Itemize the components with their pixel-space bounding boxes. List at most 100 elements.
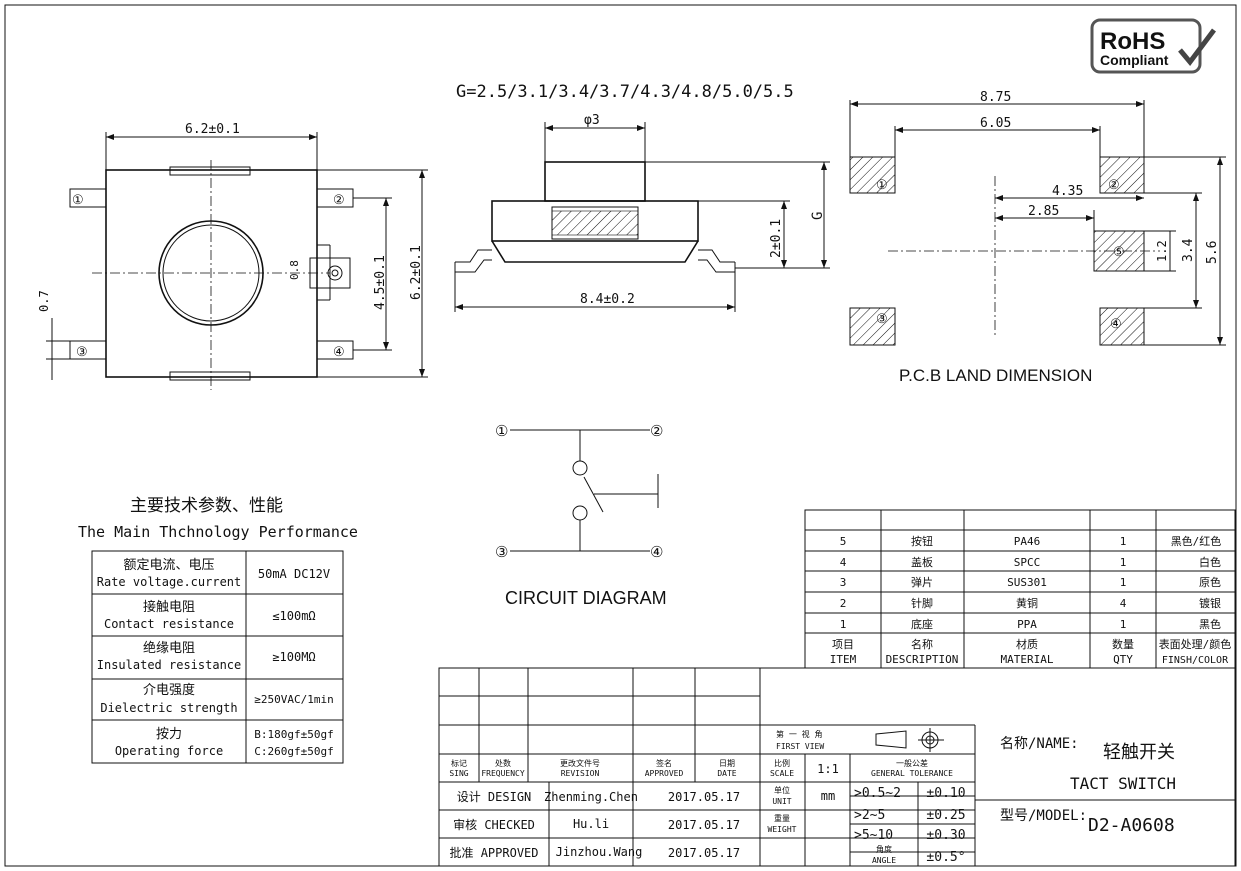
bom-row-2-qty: 4: [1120, 597, 1127, 610]
approve-name: Jinzhou.Wang: [556, 845, 643, 859]
pin-2-label: ②: [333, 193, 345, 208]
dim-56-label: 5.6: [1205, 241, 1220, 264]
bom-row-5-qty: 1: [1120, 535, 1127, 548]
bom-hdr-item-en: ITEM: [830, 653, 857, 666]
bom-hdr-mat-cn: 材质: [1016, 637, 1038, 651]
bom-table: 5 按钮 PA46 1 黑色/红色 4 盖板 SPCC 1 白色 3 弹片 SU…: [804, 509, 1236, 669]
dim-length-label: 8.4±0.2: [580, 292, 635, 307]
bom-row-3-finish: 原色: [1199, 575, 1221, 589]
perf-row-5-en: Operating force: [115, 744, 223, 758]
bom-row-3-item: 3: [840, 576, 847, 589]
dim-height-label: 6.2±0.1: [409, 245, 424, 300]
bom-row-5-desc: 按钮: [911, 534, 933, 548]
bom-row-2-material: 黄铜: [1016, 596, 1038, 610]
design-name: Zhenming.Chen: [544, 790, 638, 804]
pcb-title: P.C.B LAND DIMENSION: [899, 366, 1092, 385]
approve-date: 2017.05.17: [668, 846, 740, 860]
pin-1-label: ①: [72, 193, 84, 208]
first-angle-projection-icon: [875, 728, 944, 752]
tol-value-1: ±0.10: [926, 786, 965, 801]
hdr-appr-cn: 签名: [656, 758, 672, 768]
title-block: 标记 SING 处数 FREQUENCY 更改文件号 REVISION 签名 A…: [438, 667, 1236, 867]
hdr-freq-en: FREQUENCY: [481, 769, 525, 778]
tol-range-2: >2~5: [854, 808, 885, 823]
dim-g-label: G: [810, 212, 826, 220]
bom-hdr-desc-cn: 名称: [911, 637, 933, 651]
bom-hdr-item-cn: 项目: [832, 638, 854, 651]
bom-row-3-qty: 1: [1120, 576, 1127, 589]
bom-hdr-desc-en: DESCRIPTION: [886, 653, 959, 666]
bom-row-2-desc: 针脚: [911, 596, 933, 610]
pad-1-label: ①: [876, 178, 888, 193]
performance-title-cn: 主要技术参数、性能: [130, 496, 283, 516]
bom-row-2-finish: 镀银: [1199, 596, 1221, 610]
tol-en: GENERAL TOLERANCE: [871, 769, 953, 778]
scale-cn: 比例: [774, 758, 790, 768]
perf-row-4-value: ≥250VAC/1min: [254, 693, 333, 706]
bom-row-4-desc: 盖板: [911, 555, 933, 569]
tol-value-4: ±0.5°: [926, 850, 965, 865]
node-4-label: ④: [650, 543, 663, 561]
node-3-label: ③: [495, 543, 508, 561]
view-en: FIRST VIEW: [776, 742, 824, 751]
dim-diameter-label: φ3: [584, 113, 600, 128]
pad-4-label: ④: [1110, 317, 1122, 332]
dim-lead-label: 0.7: [37, 290, 51, 312]
hdr-sign-cn: 标记: [451, 758, 467, 768]
dim-body-label: 2±0.1: [769, 219, 784, 258]
performance-table: 主要技术参数、性能 The Main Thchnology Performanc…: [78, 496, 358, 764]
pcb-land-view: 8.75 6.05 ① ② ③ ④ ⑤ 4.35 2.85 1.2: [849, 90, 1226, 385]
perf-row-5-cn: 按力: [156, 727, 182, 742]
hdr-rev-en: REVISION: [561, 769, 600, 778]
scale-en: SCALE: [770, 769, 794, 778]
bom-row-4-qty: 1: [1120, 556, 1127, 569]
perf-row-2-value: ≤100mΩ: [272, 609, 315, 623]
check-name: Hu.li: [573, 817, 609, 831]
unit-en: UNIT: [772, 797, 791, 806]
bom-row-3-desc: 弹片: [911, 575, 933, 589]
weight-cn: 重量: [774, 813, 790, 823]
perf-row-1-value: 50mA DC12V: [258, 567, 330, 581]
bom-row-1-desc: 底座: [911, 617, 933, 631]
bom-row-1-finish: 黑色: [1199, 617, 1221, 631]
approve-label: 批准 APPROVED: [449, 845, 538, 860]
dim-pitch-label: 4.5±0.1: [373, 255, 388, 310]
tol-range-1: >0.5~2: [854, 786, 901, 801]
check-label: 审核 CHECKED: [453, 817, 535, 832]
hdr-sign-en: SING: [449, 769, 468, 778]
dim-slot-label: 0.8: [288, 260, 301, 280]
perf-row-3-cn: 绝缘电阻: [143, 640, 195, 656]
dim-12-label: 1.2: [1155, 240, 1169, 262]
pad-3-label: ③: [876, 312, 888, 327]
tol-value-2: ±0.25: [926, 808, 965, 823]
dim-width-label: 6.2±0.1: [185, 122, 240, 137]
pad-5-label: ⑤: [1113, 245, 1125, 260]
model-value: D2-A0608: [1088, 815, 1175, 836]
bom-hdr-qty-en: QTY: [1113, 653, 1133, 666]
bom-hdr-fin-cn: 表面处理/颜色: [1159, 637, 1232, 651]
circuit-title: CIRCUIT DIAGRAM: [505, 588, 667, 608]
hdr-date-cn: 日期: [719, 759, 735, 768]
perf-row-5-value2: C:260gf±50gf: [254, 745, 333, 758]
design-date: 2017.05.17: [668, 790, 740, 804]
hdr-freq-cn: 处数: [495, 758, 511, 768]
bom-row-5-finish: 黑色/红色: [1171, 534, 1222, 548]
design-label: 设计 DESIGN: [457, 790, 532, 804]
name-cn: 轻触开关: [1103, 742, 1175, 763]
perf-row-5-value: B:180gf±50gf: [254, 728, 333, 741]
model-label: 型号/MODEL:: [1000, 808, 1087, 824]
bom-row-1-item: 1: [840, 618, 847, 631]
dim-34-label: 3.4: [1181, 238, 1196, 262]
weight-en: WEIGHT: [768, 825, 797, 834]
name-label: 名称/NAME:: [1000, 736, 1079, 752]
bom-row-4-finish: 白色: [1199, 555, 1221, 569]
unit-cn: 单位: [774, 785, 790, 795]
dim-285-label: 2.85: [1028, 204, 1059, 219]
dim-875-label: 8.75: [980, 90, 1011, 105]
scale-value: 1:1: [817, 762, 839, 776]
circuit-diagram: ① ② ③ ④ CIRCUIT DIAGRAM: [495, 422, 667, 608]
rohs-text: RoHS: [1100, 28, 1165, 55]
top-view: 6.2±0.1 0.8 ① ② ③ ④ 4.5±0.1 6.2: [37, 122, 428, 390]
rohs-compliant-text: Compliant: [1100, 52, 1169, 68]
node-1-label: ①: [495, 422, 508, 440]
